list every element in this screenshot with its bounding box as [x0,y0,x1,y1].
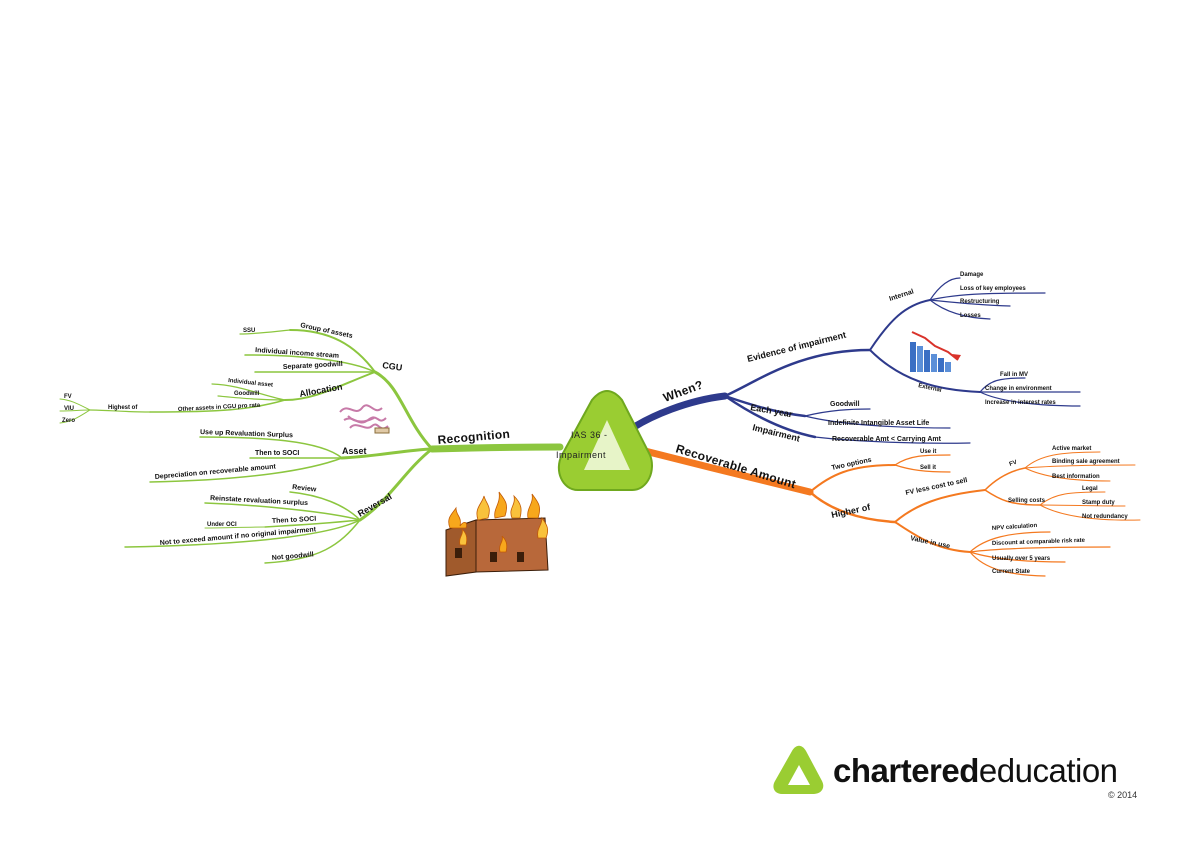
highest-of-label: Highest of [108,405,138,411]
selling-costs-label: Selling costs [1008,498,1046,504]
internal-item-0: Damage [960,272,984,278]
allocation-individual-asset: Individual asset [228,378,273,389]
logo-mark-icon [773,745,824,794]
burning-building-illustration [445,491,549,577]
recognition-label[interactable]: Recognition [437,427,511,447]
logo-light: education [978,752,1118,789]
selling-item-2: Not redundancy [1082,514,1128,520]
asset-label[interactable]: Asset [342,446,367,456]
external-label: External [918,383,943,394]
asset-then-soci: Then to SOCI [255,450,299,457]
tangled-object-illustration [339,404,390,434]
sell-it-label: Sell it [920,465,936,471]
logo-bold: chartered [833,752,979,789]
evidence-label: Evidence of impairment [746,330,847,364]
center-title-line2: Impairment [556,450,606,460]
fv-item-2: Best information [1052,474,1100,480]
reversal-label[interactable]: Reversal [356,491,394,518]
highest-fv: FV [64,394,72,400]
copyright-text: © 2014 [1108,790,1138,800]
internal-item-1: Loss of key employees [960,286,1026,292]
reversal-reinstate: Reinstate revaluation surplus [210,495,308,507]
fv-label: FV [1009,460,1018,468]
external-item-0: Fall in MV [1000,372,1028,378]
logo-wordmark: charterededucation [833,752,1118,790]
asset-depreciation: Depreciation on recoverable amount [155,463,277,481]
highest-zero: Zero [62,418,75,424]
recognition-branch [59,329,564,564]
highest-viu: VIU [64,406,74,412]
each-year-intangible: Indefinite Intangible Asset Life [828,420,929,427]
impairment-rule: Recoverable Amt < Carrying Amt [832,436,942,443]
selling-item-1: Stamp duty [1082,500,1115,506]
declining-chart-illustration [910,331,961,372]
center-triangle-hole [584,420,630,470]
center-title-line1: IAS 36 - [571,430,608,440]
each-year-goodwill: Goodwill [830,401,860,408]
each-year-label: Each year [750,402,794,419]
allocation-other-assets: Other assets in CGU pro rata [178,403,261,413]
selling-item-0: Legal [1082,486,1098,492]
viu-item-3: Current State [992,569,1031,575]
internal-label: Internal [888,288,914,302]
internal-item-3: Losses [960,313,981,319]
reversal-under-oci: Under OCI [207,522,237,528]
allocation-label: Allocation [299,382,344,399]
cgu-separate-goodwill: Separate goodwill [283,361,343,371]
use-it-label: Use it [920,449,936,455]
cgu-individual-income: Individual income stream [255,347,339,360]
cgu-ssu: SSU [243,328,255,334]
internal-item-2: Restructuring [960,299,1000,305]
cgu-label[interactable]: CGU [382,360,403,373]
external-item-1: Change in environment [985,386,1052,392]
viu-item-1: Discount at comparable risk rate [992,538,1086,547]
center-topic[interactable]: IAS 36 - Impairment [556,390,653,491]
reversal-then-soci: Then to SOCI [272,516,317,525]
fv-item-1: Binding sale agreement [1052,459,1120,465]
reversal-review: Review [292,484,317,494]
value-in-use-label: Value in use [910,535,951,550]
asset-use-up: Use up Revaluation Surplus [200,429,293,439]
allocation-goodwill: Goodwill [234,391,260,397]
viu-item-0: NPV calculation [992,523,1038,532]
external-item-2: Increase in interest rates [985,400,1056,406]
reversal-not-goodwill: Not goodwill [272,551,314,562]
viu-item-2: Usually over 5 years [992,556,1051,562]
fv-item-0: Active market [1052,446,1091,452]
when-branch [621,277,1081,444]
recoverable-branch [621,442,1141,577]
